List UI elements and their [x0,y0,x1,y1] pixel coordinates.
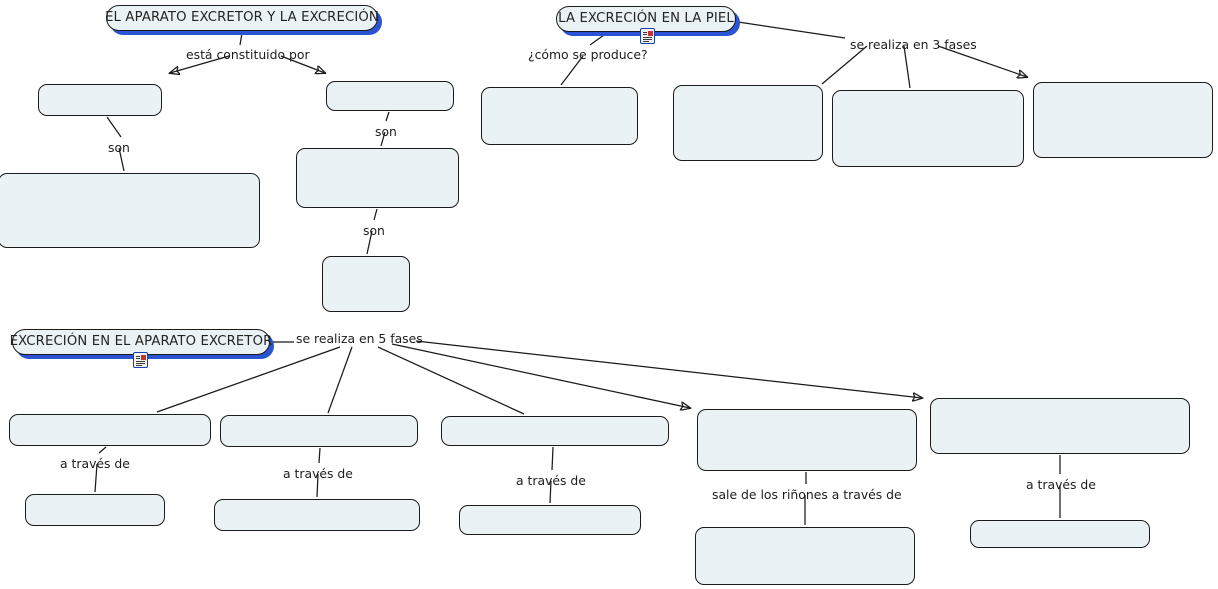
wire-b1-to-son2 [385,111,390,122]
link-label-como-se-produce: ¿cómo se produce? [528,47,648,62]
wire-5fases-to-e5 [415,340,922,398]
note-icon[interactable] [640,28,655,44]
concept-node[interactable] [930,398,1190,454]
concept-node[interactable] [9,414,211,446]
link-label-se-realiza-en-5-fases: se realiza en 5 fases [296,331,423,346]
wire-e1-to-atraves1 [98,446,107,454]
concept-node[interactable] [441,416,669,446]
concept-node[interactable] [459,505,641,535]
link-label-esta-constituido-por: está constituido por [186,47,310,62]
link-label-a-traves-de: a través de [283,466,353,481]
title-node-aparato-excretor[interactable]: EL APARATO EXCRETOR Y LA EXCRECIÓN [105,5,379,31]
concept-node[interactable] [1033,82,1213,158]
wire-title1-to-constituido [239,32,243,46]
concept-node[interactable] [970,520,1150,548]
link-label-a-traves-de: a través de [1026,477,1096,492]
wire-5fases-to-e1 [156,346,341,413]
title-label: EXCRECIÓN EN EL APARATO EXCRETOR [9,334,273,350]
link-label-son: son [375,124,397,139]
concept-node[interactable] [695,527,915,585]
wire-title2-to-como [589,34,605,46]
wire-e2-to-atraves2 [318,447,321,464]
wire-5fases-to-e4 [391,343,690,408]
concept-node[interactable] [214,499,420,531]
wire-5fases-to-e3 [377,346,525,415]
title-label: LA EXCRECIÓN EN LA PIEL [558,11,734,27]
link-label-a-traves-de: a través de [60,456,130,471]
title-node-excrecion-piel[interactable]: LA EXCRECIÓN EN LA PIEL [556,6,736,32]
link-label-se-realiza-en-3-fases: se realiza en 3 fases [850,37,977,52]
concept-node[interactable] [296,148,459,208]
wire-3fases-to-d2 [903,45,911,89]
concept-node[interactable] [697,409,917,471]
link-label-son: son [363,223,385,238]
concept-node[interactable] [481,87,638,145]
link-label-a-traves-de: a través de [516,473,586,488]
wire-5fases-to-e2 [327,346,353,414]
concept-node[interactable] [832,90,1024,167]
wire-title2-to-3fases [737,21,846,39]
wire-a1-to-son1 [106,116,122,138]
concept-node[interactable] [220,415,418,447]
note-icon[interactable] [133,352,148,368]
wire-b2-to-son3 [373,208,378,221]
concept-node[interactable] [38,84,162,116]
concept-node[interactable] [0,173,260,248]
concept-node[interactable] [25,494,165,526]
concept-node[interactable] [673,85,823,161]
link-label-sale-de-los-rinones-a-traves-de: sale de los riñones a través de [712,487,902,502]
concept-node[interactable] [322,256,410,312]
concept-node[interactable] [326,81,454,111]
wire-e3-to-atraves3 [551,446,554,471]
title-label: EL APARATO EXCRETOR Y LA EXCRECIÓN [105,10,379,26]
link-label-son: son [108,140,130,155]
